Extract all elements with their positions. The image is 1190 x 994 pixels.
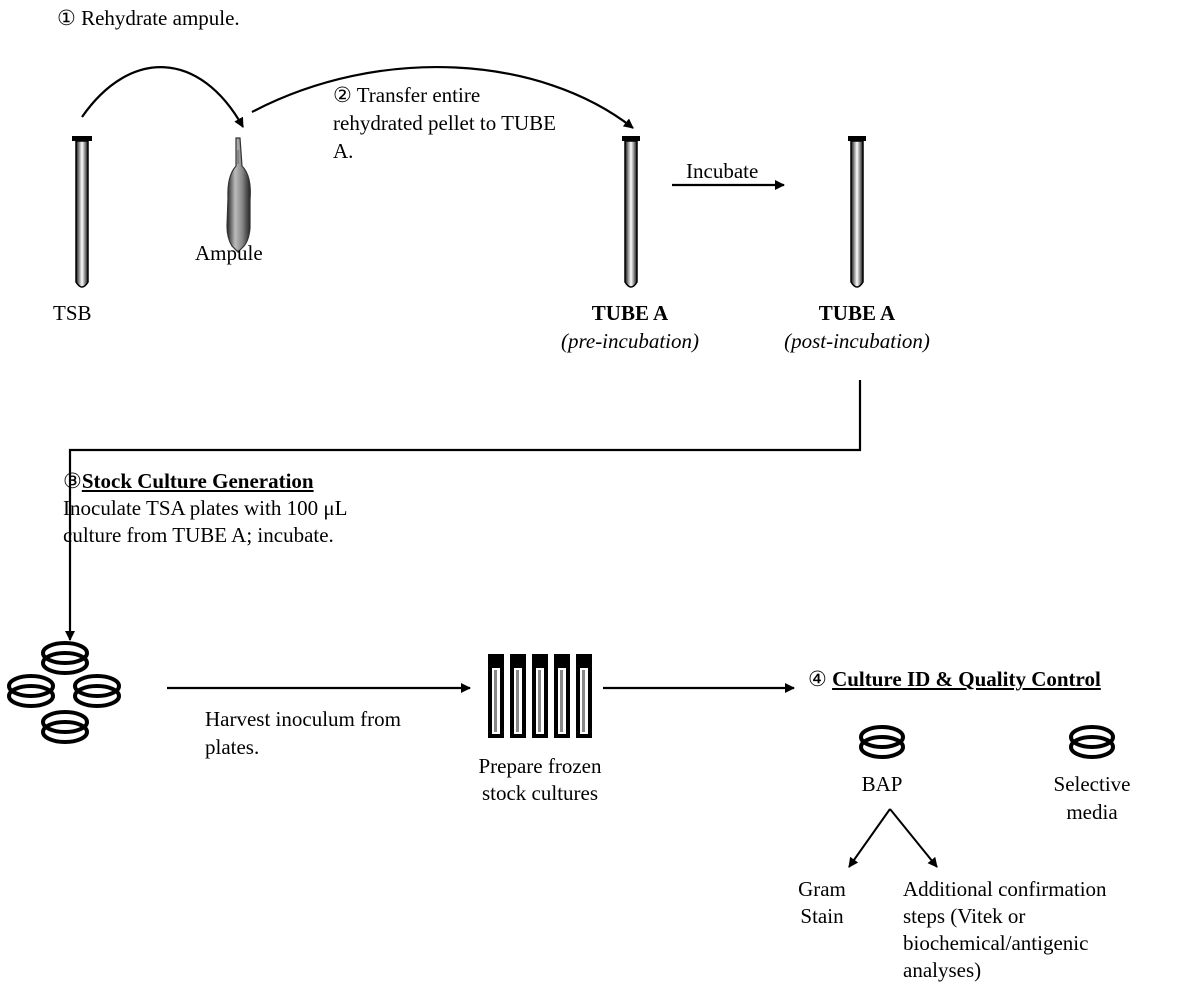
step3-marker: ③ (63, 469, 82, 493)
additional-line3: biochemical/antigenic (903, 931, 1089, 955)
selective-line2: media (1066, 800, 1118, 824)
step1-label: ① Rehydrate ampule. (57, 5, 240, 31)
step3-title: Stock Culture Generation (81, 469, 314, 493)
step2-marker: ② (333, 83, 352, 107)
step3-line1: Inoculate TSA plates with 100 μL (63, 496, 348, 520)
step4-title: Culture ID & Quality Control (832, 667, 1101, 691)
tube-a-pre-title: TUBE A (591, 301, 669, 325)
arrow-gram-stain (848, 808, 891, 868)
tube-a-post-icon (848, 136, 866, 288)
bap-label: BAP (861, 772, 903, 796)
tsa-plates-icon (7, 641, 121, 744)
tube-a-pre-subtitle: (pre-incubation) (560, 329, 700, 353)
additional-line2: steps (Vitek or (903, 904, 1026, 928)
gram-line1: Gram (798, 877, 846, 901)
ampule-icon (226, 137, 251, 253)
step2-line1: ② Transfer entire (333, 83, 481, 107)
step1-text: Rehydrate ampule. (81, 6, 240, 30)
incubate-label: Incubate (686, 159, 759, 183)
harvest-line2: plates. (205, 735, 260, 759)
selective-line1: Selective (1053, 772, 1131, 796)
frozen-line2: stock cultures (481, 781, 599, 805)
tube-a-post-title: TUBE A (818, 301, 896, 325)
step4-marker: ④ (808, 667, 827, 691)
tsb-tube-icon (72, 136, 92, 288)
step2-line2: rehydrated pellet to TUBE (333, 111, 556, 135)
step2-line3: A. (333, 139, 354, 163)
selective-plate-icon (1069, 725, 1115, 759)
step1-marker: ① (57, 6, 76, 30)
tube-a-pre-icon (622, 136, 640, 288)
step4-heading: ④ Culture ID & Quality Control (808, 666, 1101, 692)
tube-a-post-subtitle: (post-incubation) (784, 329, 930, 353)
additional-line4: analyses) (903, 958, 982, 982)
ampule-label: Ampule (195, 241, 263, 265)
tsb-label: TSB (53, 301, 92, 325)
frozen-line1: Prepare frozen (478, 754, 602, 778)
harvest-line1: Harvest inoculum from (205, 707, 401, 731)
gram-line2: Stain (800, 904, 844, 928)
frozen-vials-icon (488, 654, 592, 738)
arrow-additional-steps (889, 808, 938, 868)
bap-plate-icon (859, 725, 905, 759)
arrow-transfer (251, 66, 634, 129)
additional-line1: Additional confirmation (903, 877, 1107, 901)
arrow-to-plates (65, 380, 862, 641)
arrow-rehydrate (81, 66, 244, 128)
step3-heading: ③Stock Culture Generation (63, 468, 314, 494)
step3-line2: culture from TUBE A; incubate. (63, 523, 334, 547)
